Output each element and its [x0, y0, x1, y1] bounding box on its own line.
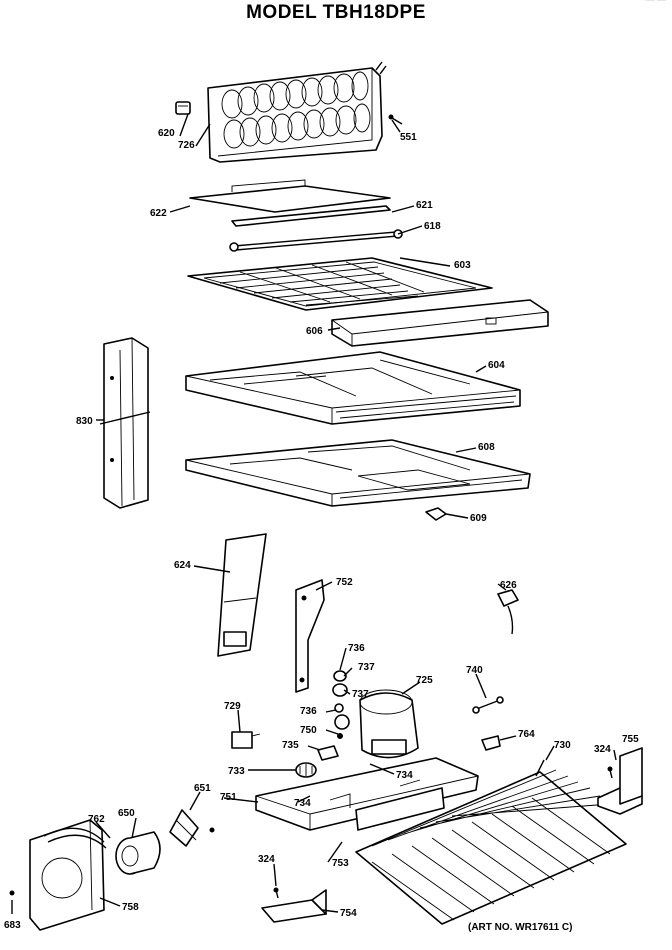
label-651: 651 — [194, 783, 211, 794]
capacitor-735 — [317, 745, 339, 761]
label-729: 729 — [224, 701, 241, 712]
screw-324-upper — [607, 766, 613, 779]
label-603: 603 — [454, 260, 471, 271]
fan-motor-650 — [115, 831, 161, 875]
fan-shroud-758 — [29, 819, 105, 931]
label-733: 733 — [228, 766, 245, 777]
label-764: 764 — [518, 729, 535, 740]
label-736-upper: 736 — [348, 643, 365, 654]
screw-683 — [9, 890, 15, 896]
evaporator-coil — [207, 61, 387, 163]
part-labels: 620 726 551 622 621 618 603 606 604 830 … — [4, 128, 639, 931]
label-736-lower: 736 — [300, 706, 317, 717]
label-762: 762 — [88, 814, 105, 825]
tube-740 — [472, 696, 504, 714]
screw-551 — [388, 114, 403, 125]
bracket-755 — [597, 747, 643, 815]
label-730: 730 — [554, 740, 571, 751]
label-752: 752 — [336, 577, 353, 588]
label-734-right: 734 — [396, 770, 413, 781]
compressor-725 — [359, 689, 419, 759]
washer-736 — [334, 703, 350, 730]
label-626: 626 — [500, 580, 517, 591]
clip-609 — [425, 507, 447, 521]
bracket-752 — [295, 579, 325, 693]
condenser-coil-730 — [355, 759, 627, 925]
air-duct-624 — [217, 533, 267, 657]
drain-pan-754 — [261, 889, 327, 923]
corner-mark: — — — [645, 0, 666, 4]
fresh-food-shelf-608 — [185, 439, 531, 507]
label-758: 758 — [122, 902, 139, 913]
label-621: 621 — [416, 200, 433, 211]
freezer-shelf-603 — [187, 257, 493, 311]
label-735: 735 — [282, 740, 299, 751]
defrost-thermostat-620 — [175, 101, 191, 115]
air-duct-panel-606 — [331, 299, 549, 347]
label-650: 650 — [118, 808, 135, 819]
art-number: (ART NO. WR17611 C) — [468, 922, 573, 933]
screw-324-lower — [273, 887, 279, 899]
label-750: 750 — [300, 725, 317, 736]
label-737-upper: 737 — [358, 662, 375, 673]
clip-764 — [481, 735, 501, 751]
heater-bracket-621 — [231, 205, 391, 227]
label-737-lower: 737 — [352, 689, 369, 700]
evaporator-cover-622 — [189, 179, 391, 213]
label-622: 622 — [150, 208, 167, 219]
bracket-753 — [355, 787, 445, 831]
label-753: 753 — [332, 858, 349, 869]
label-751: 751 — [220, 792, 237, 803]
label-740: 740 — [466, 665, 483, 676]
base-plate-751 — [255, 757, 479, 831]
label-754: 754 — [340, 908, 357, 919]
label-604: 604 — [488, 360, 505, 371]
sensor-harness-626 — [497, 589, 519, 635]
label-324-upper: 324 — [594, 744, 611, 755]
label-734-left: 734 — [294, 798, 311, 809]
label-624: 624 — [174, 560, 191, 571]
diagram-title: MODEL TBH18DPE — [246, 2, 426, 23]
freezer-floor-604 — [185, 351, 521, 425]
label-551: 551 — [400, 132, 417, 143]
label-620: 620 — [158, 128, 175, 139]
divider-post-830 — [99, 337, 151, 509]
label-324-lower: 324 — [258, 854, 275, 865]
clip-750 — [337, 733, 343, 739]
label-755: 755 — [622, 734, 639, 745]
label-606: 606 — [306, 326, 323, 337]
label-683: 683 — [4, 920, 21, 931]
defrost-heater-618 — [229, 229, 403, 252]
label-618: 618 — [424, 221, 441, 232]
leader-lines — [11, 113, 617, 914]
label-609: 609 — [470, 513, 487, 524]
label-608: 608 — [478, 442, 495, 453]
label-726: 726 — [178, 140, 195, 151]
grommet-737 — [332, 670, 348, 697]
relay-729 — [231, 731, 261, 749]
terminal-block-733 — [295, 762, 317, 778]
label-830: 830 — [76, 416, 93, 427]
fan-blade-651 — [169, 809, 215, 847]
label-725: 725 — [416, 675, 433, 686]
gasket-762 — [43, 827, 107, 849]
evaporator-fins — [221, 71, 371, 149]
